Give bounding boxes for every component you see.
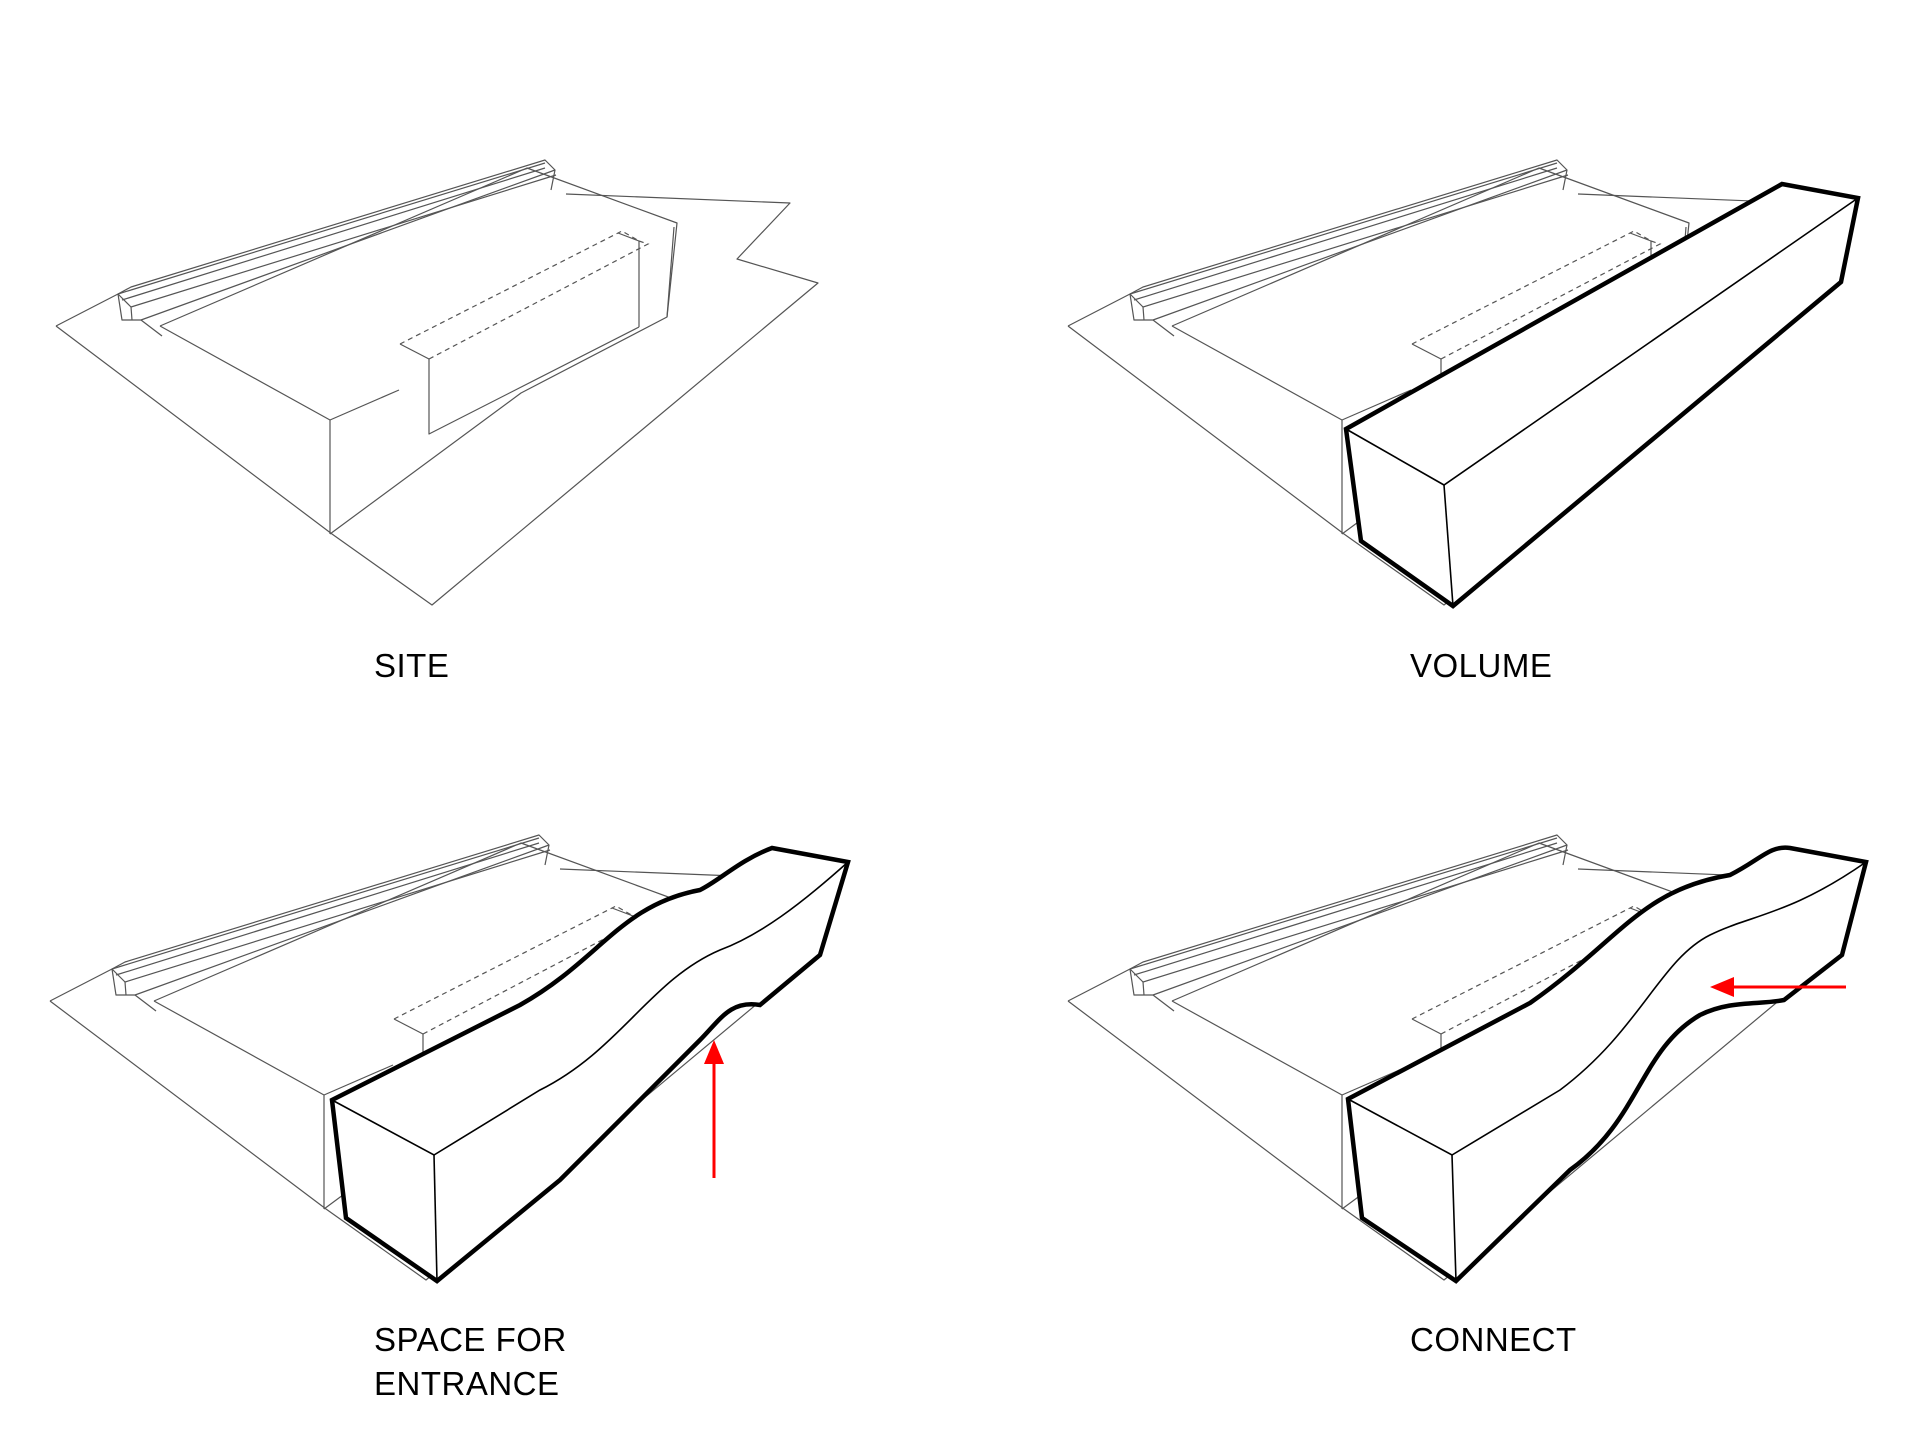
- space-for-entrance-label-line-2: ENTRANCE: [374, 1365, 560, 1402]
- connect-arrow-head: [1710, 977, 1734, 997]
- entrance-top-edge: [331, 861, 849, 1156]
- connect-top-edge: [1347, 861, 1867, 1156]
- site-panel: [55, 159, 819, 606]
- connect-vertical-edge: [1451, 1154, 1457, 1282]
- entrance-arrow-head: [704, 1040, 724, 1064]
- volume-label: VOLUME: [1410, 644, 1552, 688]
- site-label-line: SITE: [374, 647, 450, 684]
- volume-vertical-edge: [1443, 484, 1454, 607]
- connect-label: CONNECT: [1410, 1318, 1577, 1362]
- space-for-entrance-label: SPACE FOR ENTRANCE: [374, 1318, 567, 1406]
- connect-panel: [1067, 834, 1869, 1284]
- space-for-entrance-panel: [49, 834, 851, 1284]
- site-massing: [55, 159, 819, 606]
- entrance-block: [329, 845, 851, 1284]
- volume-panel: [1067, 159, 1861, 609]
- entrance-vertical-edge: [433, 1154, 438, 1282]
- connect-block: [1345, 845, 1869, 1284]
- space-for-entrance-label-line-1: SPACE FOR: [374, 1321, 567, 1358]
- site-label: SITE: [374, 644, 449, 688]
- connect-label-line: CONNECT: [1410, 1321, 1577, 1358]
- volume-label-line: VOLUME: [1410, 647, 1553, 684]
- volume-block: [1343, 181, 1861, 609]
